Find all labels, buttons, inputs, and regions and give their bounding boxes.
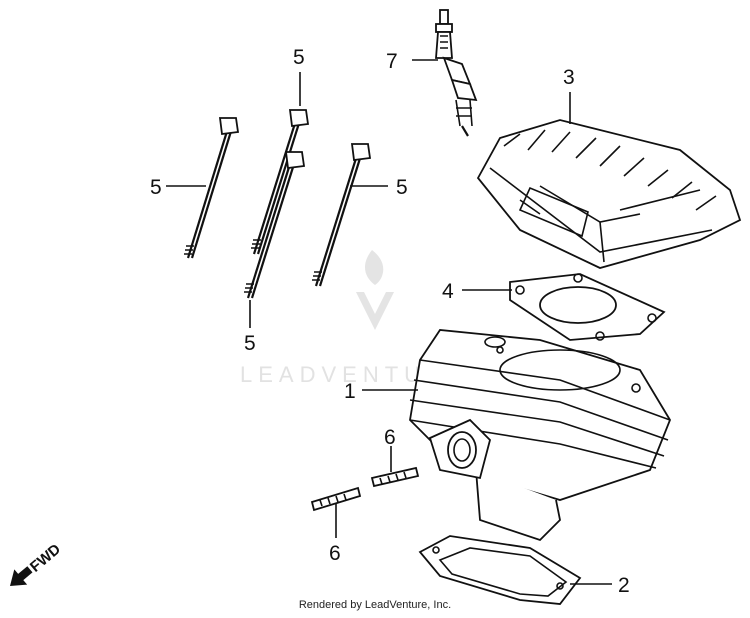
- callout-6-upper: 6: [384, 426, 396, 449]
- footer-credit: Rendered by LeadVenture, Inc.: [298, 599, 452, 611]
- callout-3: 3: [563, 66, 575, 89]
- dowel-pins: [310, 466, 420, 512]
- cylinder-head: [476, 119, 742, 269]
- callout-6-lower: 6: [329, 542, 341, 565]
- fwd-label: FWD: [27, 541, 64, 576]
- callout-4: 4: [442, 280, 454, 303]
- stud-bolts: [184, 109, 372, 299]
- arrow-left-icon: [10, 566, 33, 586]
- callout-5-right: 5: [396, 176, 408, 199]
- callout-1: 1: [344, 380, 356, 403]
- callout-5-top: 5: [293, 46, 305, 69]
- callout-7: 7: [386, 50, 398, 73]
- callout-2: 2: [618, 574, 630, 597]
- fwd-arrow: FWD: [10, 541, 64, 586]
- head-gasket: [509, 273, 666, 341]
- cylinder: [409, 329, 672, 542]
- callout-5-left: 5: [150, 176, 162, 199]
- spark-plug: [435, 9, 478, 137]
- base-gasket: [418, 535, 582, 605]
- callout-5-bottom: 5: [244, 332, 256, 355]
- leader-lines: [166, 59, 612, 585]
